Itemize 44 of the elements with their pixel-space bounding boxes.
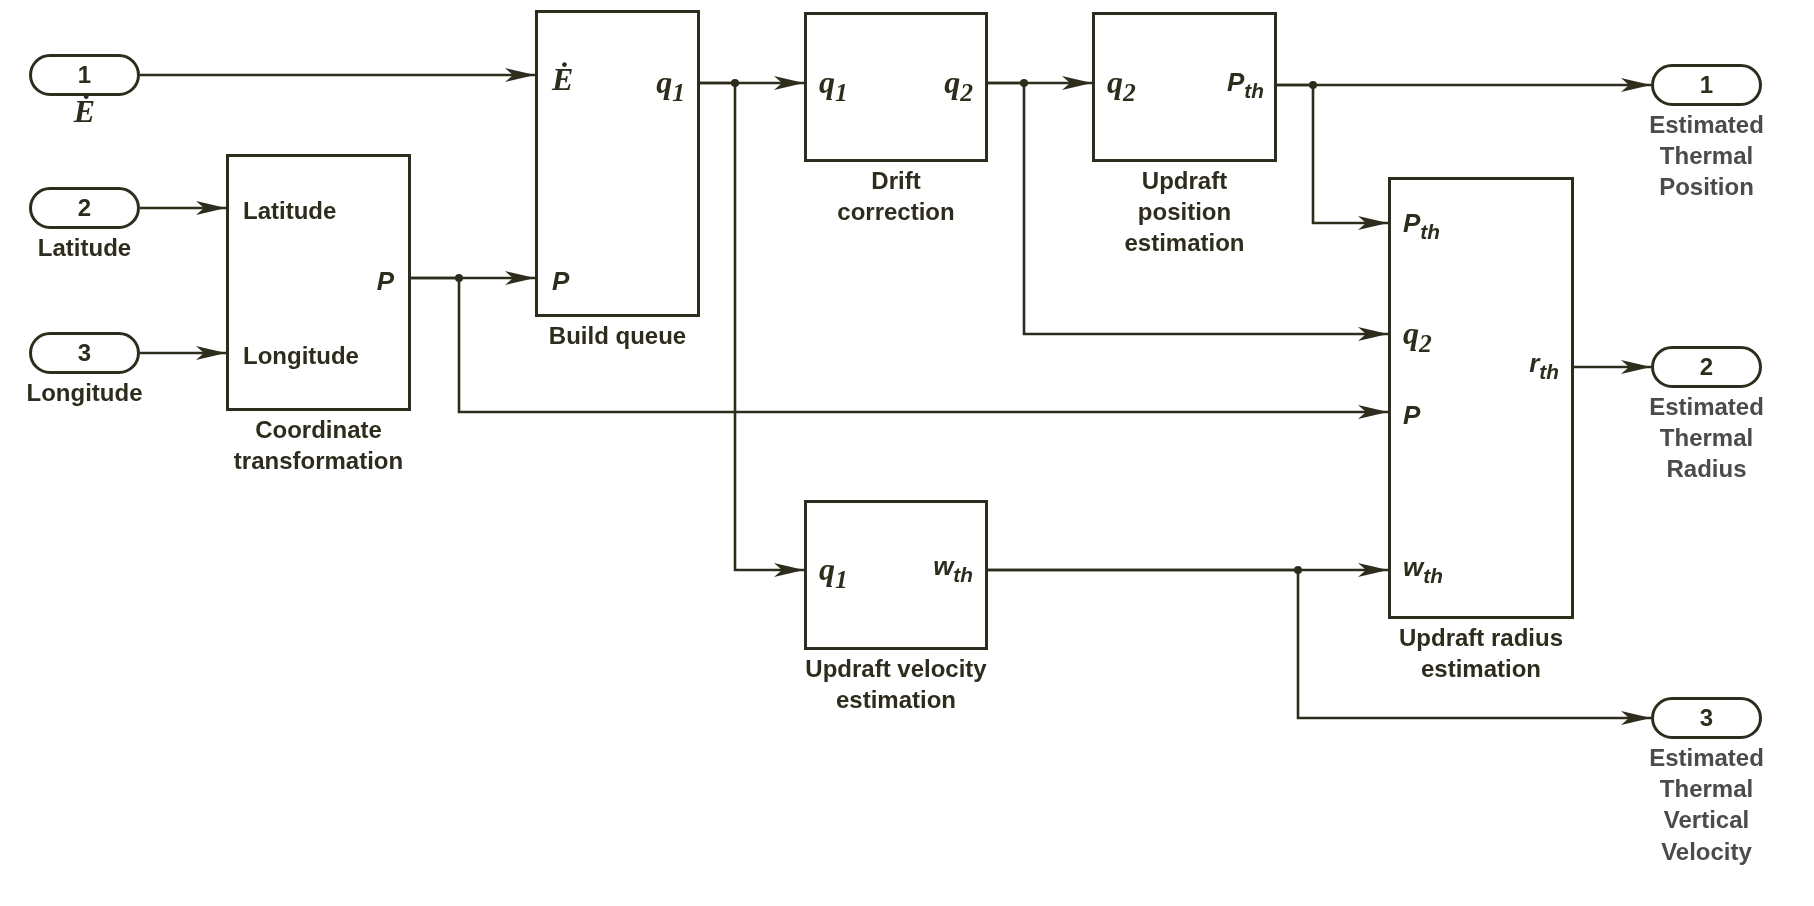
signal-symbol: Ė: [73, 93, 96, 130]
block-caption: Latitude: [37, 233, 132, 263]
port-label: Ė: [552, 60, 574, 98]
port-label: P$_{th}$: [1227, 67, 1264, 103]
port-label: q$_{2}$: [1403, 315, 1432, 359]
arrow: [140, 68, 535, 82]
block-caption: Estimated Thermal Vertical Velocity: [1648, 743, 1765, 867]
port-label: P$_{th}$: [1403, 208, 1440, 244]
block-caption: Estimated Thermal Radius: [1648, 392, 1765, 485]
arrow: [140, 346, 226, 360]
port-label: q$_{2}$: [1107, 64, 1136, 108]
port-number: 3: [76, 339, 93, 367]
port-label: w$_{th}$: [1403, 552, 1443, 588]
arrow: [140, 201, 226, 215]
port-label: Latitude: [243, 197, 337, 225]
block-caption: Drift correction: [836, 166, 956, 228]
block-caption: Coordinate transformation: [232, 415, 405, 477]
port-number: 1: [76, 61, 93, 89]
arrow: [988, 568, 1651, 725]
block-caption: Updraft velocity estimation: [804, 654, 988, 716]
port-label: P: [552, 265, 570, 297]
block-caption: Longitude: [26, 378, 143, 408]
port-number: 3: [1698, 704, 1715, 732]
block-caption: Estimated Thermal Position: [1648, 110, 1765, 203]
port-number: 1: [1698, 71, 1715, 99]
arrow: [988, 81, 1388, 341]
block-caption: Build queue: [548, 321, 687, 351]
port-number: 2: [1698, 353, 1715, 381]
arrow: [411, 276, 1388, 419]
block-caption: Updraft position estimation: [1123, 166, 1246, 259]
port-label: P: [1403, 399, 1421, 431]
port-label: q$_{1}$: [656, 64, 685, 108]
port-number: 2: [76, 194, 93, 222]
port-label: P: [376, 265, 394, 297]
port-label: r$_{th}$: [1529, 348, 1559, 384]
port-label: q$_{2}$: [944, 64, 973, 108]
arrow: [700, 81, 804, 577]
port-label: w$_{th}$: [933, 551, 973, 587]
port-label: q$_{1}$: [819, 551, 848, 595]
arrow: [1574, 360, 1651, 374]
arrow: [1277, 83, 1388, 230]
port-label: Longitude: [243, 342, 359, 370]
port-label: q$_{1}$: [819, 64, 848, 108]
block-caption: Updraft radius estimation: [1398, 623, 1564, 685]
